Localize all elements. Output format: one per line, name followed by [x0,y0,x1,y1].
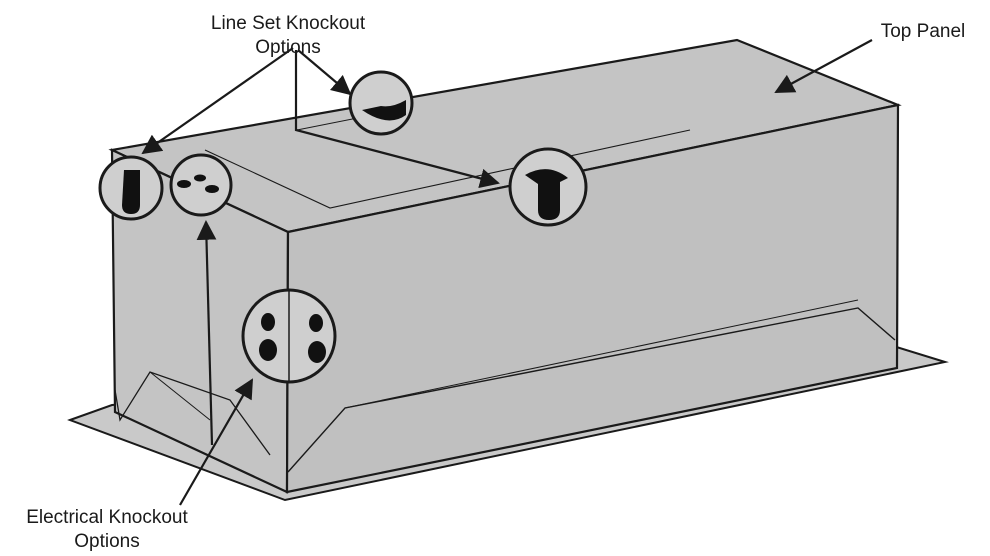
electrical-label-line-1: Electrical Knockout [26,507,188,528]
electrical-knockout-label: Electrical Knockout Options [0,506,214,554]
line-set-knockout-label: Line Set Knockout Options [178,12,398,60]
line-set-label-line-1: Line Set Knockout [210,13,366,34]
line-set-knockout-corner-2 [169,153,233,217]
front-skirt-line-2 [344,299,859,409]
line-set-knockout-corner-1 [98,155,164,221]
line-set-knockout-top-notch [348,70,414,136]
electrical-leader-arrows [179,220,253,506]
line-set-leader-arrows [141,47,500,189]
line-set-label-line-2: Options [255,37,321,58]
top-panel-label: Top Panel [880,21,966,42]
front-skirt-line [287,307,896,473]
front-panel [285,103,900,494]
electrical-label-line-2: Options [74,531,140,552]
top-panel-leader-arrow [774,39,873,93]
line-set-knockout-front-edge [508,147,588,227]
end-skirt-line-2 [149,371,211,421]
electrical-knockout-end-panel [241,288,337,384]
